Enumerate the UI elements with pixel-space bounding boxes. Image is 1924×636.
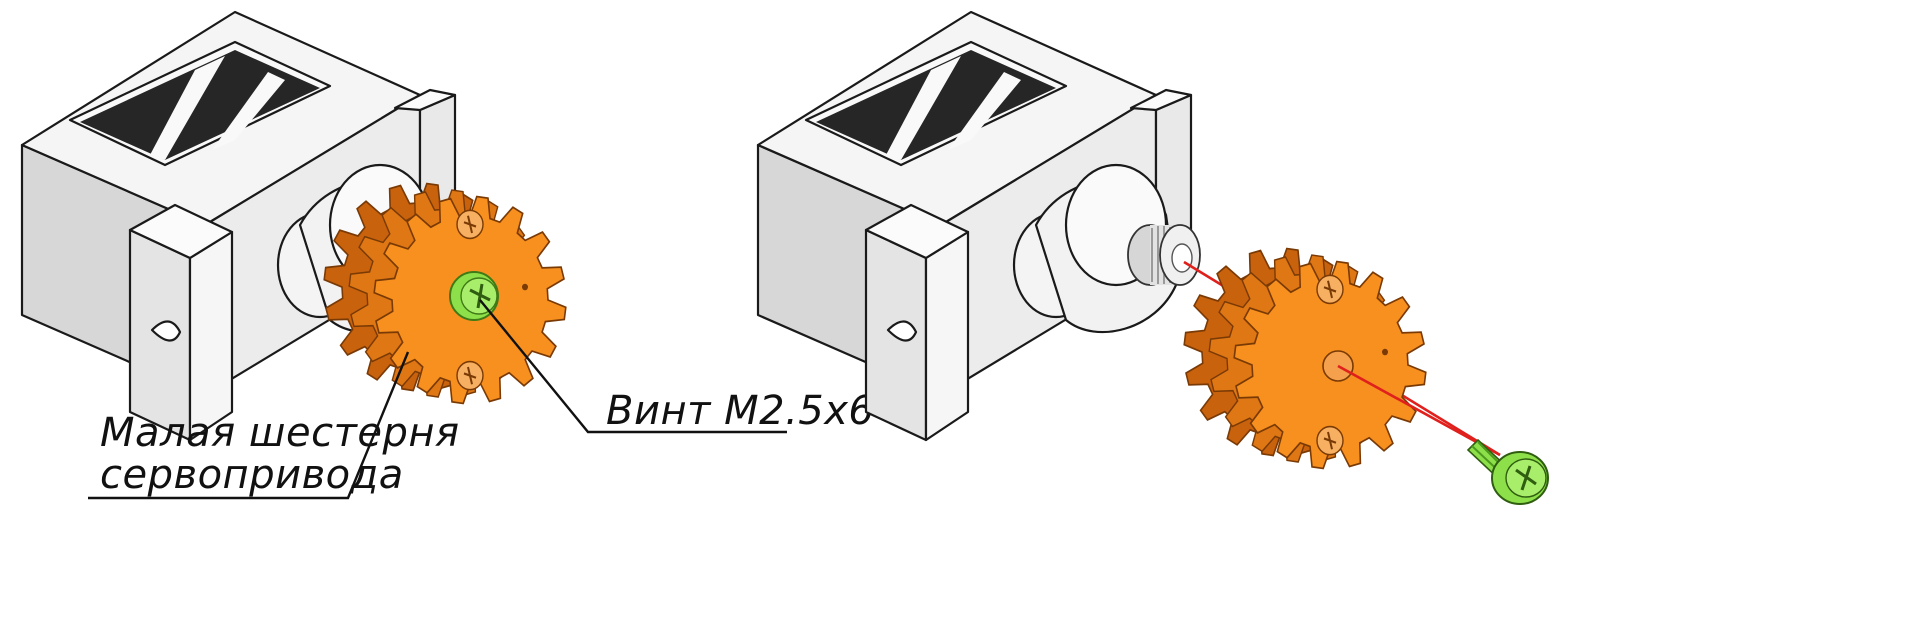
servo-body-right [756,10,1193,442]
gear-label-line2: сервопривода [100,452,404,498]
screw-label: Винт M2.5x6 [606,388,874,434]
gear-left [323,182,567,405]
gear-right [1183,247,1427,470]
servo-assembled [20,10,567,442]
axis-line-through-gear [1337,364,1501,457]
gear-leader-line [88,351,410,500]
servo-exploded [756,10,1549,505]
spline-shaft [1127,224,1201,286]
screw-installed [449,271,499,321]
screw-leader-line [479,299,787,434]
gear-label-line1: Малая шестерня [100,410,460,456]
screw-exploded [1466,438,1549,505]
leader-lines-left [88,299,787,500]
